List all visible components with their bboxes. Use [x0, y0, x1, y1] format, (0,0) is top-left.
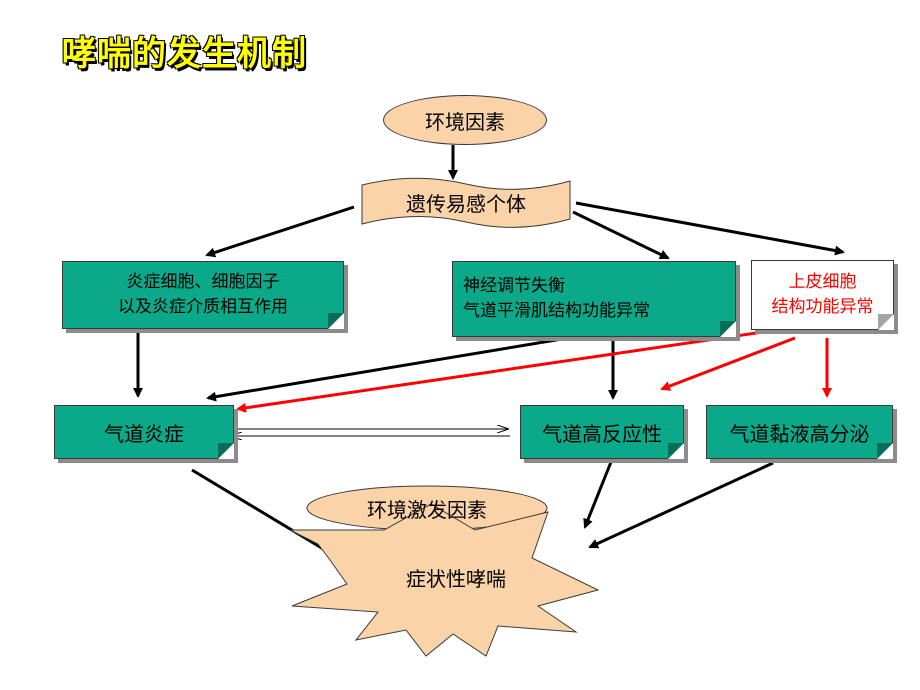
trigger-factors-node: 环境激发因素	[367, 497, 487, 522]
arrow-mucus-to-asthma	[588, 461, 774, 549]
airway-hyperresponsiveness-label: 气道高反应性	[542, 421, 662, 446]
airway-inflammation-label: 气道炎症	[104, 421, 184, 446]
arrow-hyperresponsiveness-to-asthma	[583, 461, 613, 529]
neural-line-2: 气道平滑肌结构功能异常	[463, 301, 650, 321]
page-title: 哮喘的发生机制	[62, 34, 307, 74]
inflammatory-line-2: 以及炎症介质相互作用	[118, 297, 288, 317]
inflammatory-cells-node: 炎症细胞、细胞因子 以及炎症介质相互作用	[62, 261, 344, 329]
susceptible-node: 遗传易感个体	[406, 191, 526, 216]
airway-hyperresponsiveness-node: 气道高反应性	[520, 405, 684, 459]
mucus-hypersecretion-node: 气道黏液高分泌	[706, 405, 893, 459]
epithelial-line-1: 上皮细胞	[788, 272, 857, 293]
neural-line-1: 神经调节失衡	[463, 276, 565, 297]
environment-label: 环境因素	[425, 109, 505, 134]
red-arrow-epithelial-to-inflammation	[236, 329, 771, 413]
arrow-neural-to-airway-inflammation	[206, 337, 563, 402]
mucus-hypersecretion-label: 气道黏液高分泌	[729, 421, 870, 446]
airway-inflammation-node: 气道炎症	[54, 405, 234, 459]
symptomatic-asthma-node: 症状性哮喘	[406, 566, 506, 591]
inflammatory-line-1: 炎症细胞、细胞因子	[126, 272, 280, 293]
environment-node: 环境因素	[383, 95, 547, 145]
asthma-starburst-shape	[289, 503, 600, 657]
neural-regulation-node: 神经调节失衡 气道平滑肌结构功能异常	[452, 261, 736, 337]
arrow-susceptible-to-epithelial	[575, 201, 845, 256]
susceptible-banner-shape	[361, 177, 571, 228]
epithelial-node: 上皮细胞 结构功能异常	[751, 260, 894, 330]
arrow-susceptible-to-inflammatory	[205, 205, 355, 258]
arrow-susceptible-to-neural	[572, 210, 670, 260]
red-arrow-epithelial-to-hyperresponsiveness	[660, 336, 796, 391]
epithelial-line-2: 结构功能异常	[771, 297, 874, 317]
